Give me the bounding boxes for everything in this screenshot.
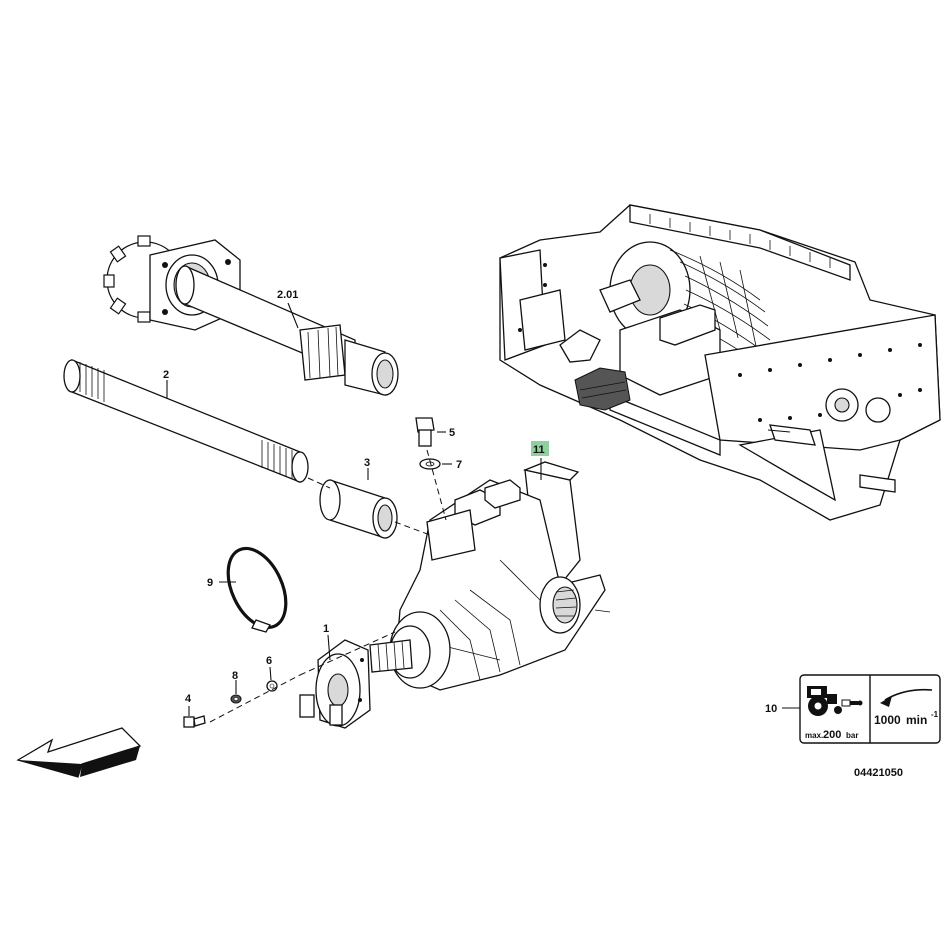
assembly-dashed-lines [209, 449, 447, 723]
direction-arrow-icon [16, 727, 142, 778]
callout-9: 9 [207, 577, 213, 589]
pressure-value: 200 [823, 729, 841, 741]
tractor-icon [807, 686, 863, 716]
callout-4: 4 [185, 693, 192, 705]
callout-11-highlight [531, 441, 549, 456]
part-1-flange-hub [299, 639, 371, 729]
callout-3: 3 [364, 457, 370, 469]
part-9-snap-ring [226, 546, 288, 633]
callout-5: 5 [449, 427, 455, 439]
callout-7: 7 [456, 459, 462, 471]
drawing-number: 04421050 [854, 767, 903, 779]
speed-unit: min [906, 713, 927, 727]
callout-11: 11 [533, 444, 545, 456]
speed-value: 1000 [874, 713, 901, 727]
pto-info-panel: max. 200 bar 1000 min -1 [799, 674, 941, 744]
part-2-01-sprocket-shaft [103, 235, 399, 396]
pressure-unit: bar [846, 731, 858, 740]
callout-2: 2 [163, 369, 169, 381]
part-2-splined-shaft [63, 359, 309, 483]
leader-lines [166, 302, 800, 716]
callout-2-01: 2.01 [277, 289, 298, 301]
part-7-washer [419, 458, 441, 470]
rotation-arrow-icon [880, 688, 933, 707]
callout-6: 6 [266, 655, 272, 667]
callout-8: 8 [232, 670, 238, 682]
pressure-prefix: max. [805, 731, 823, 740]
part-11-gearbox [369, 461, 611, 691]
baler-machine-illustration [499, 204, 941, 521]
speed-exponent: -1 [931, 710, 939, 719]
callout-10: 10 [765, 703, 777, 715]
part-8-nut [230, 694, 242, 704]
part-3-bushing [319, 479, 398, 539]
callout-1: 1 [323, 623, 329, 635]
callout-labels: 2.01 2 3 5 7 11 9 1 8 6 4 10 [163, 289, 777, 715]
part-5-bolt [415, 417, 435, 447]
part-4-screw [183, 715, 206, 728]
